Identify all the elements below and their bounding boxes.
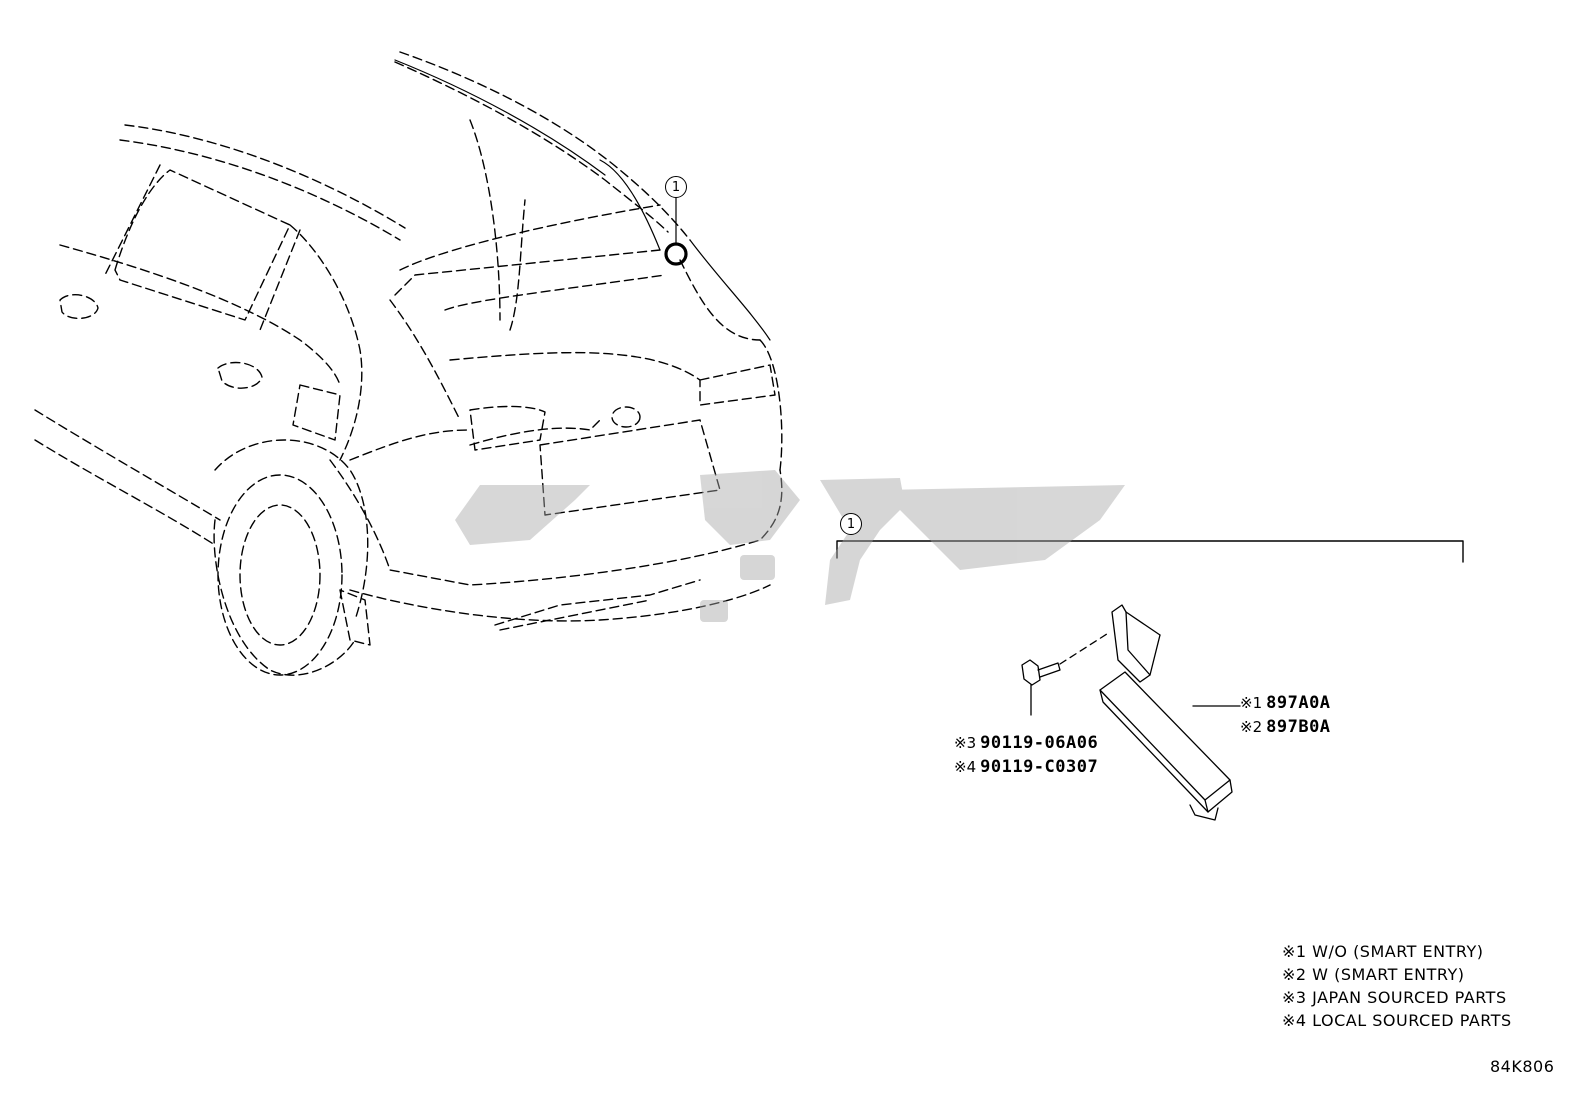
car-callout-number: 1 [665,176,687,198]
note-mark: ※3 [954,734,977,752]
note-mark: ※1 [1240,694,1263,712]
note-item: ※4 LOCAL SOURCED PARTS [1282,1011,1512,1030]
note-mark: ※2 [1240,718,1263,736]
brand-watermark-icon [455,470,1125,622]
car-solid-lines [394,59,771,341]
part-number: 90119-C0307 [980,757,1099,777]
part-number: 897A0A [1266,693,1331,713]
exploded-view-bracket [836,540,1464,563]
module-location-marker [664,242,688,266]
note-item: ※3 JAPAN SOURCED PARTS [1282,988,1507,1007]
note-mark: ※4 [954,758,977,776]
bracket-callout-number: 1 [840,513,862,535]
part-number: 90119-06A06 [980,733,1099,753]
car-outline [34,51,783,676]
bolt-drawing [1021,631,1111,716]
part-number: 897B0A [1266,717,1331,737]
notes-legend: ※1 W/O (SMART ENTRY) ※2 W (SMART ENTRY) … [1282,940,1512,1032]
diagram-code: 84K806 [1490,1057,1555,1076]
control-module-drawing [1099,604,1241,821]
note-item: ※2 W (SMART ENTRY) [1282,965,1465,984]
note-item: ※1 W/O (SMART ENTRY) [1282,942,1484,961]
